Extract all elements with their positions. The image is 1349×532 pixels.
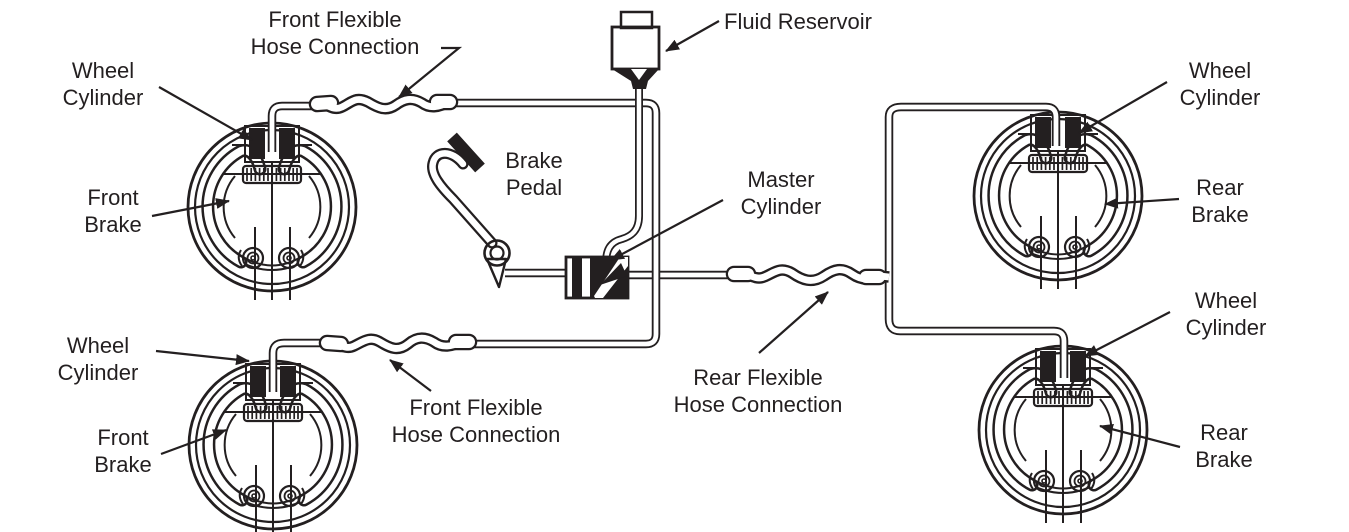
label-line: Cylinder bbox=[1179, 85, 1261, 110]
label-front-flexible-hose-bottom: Front Flexible Hose Connection bbox=[392, 394, 561, 448]
leader-wheel-cylinder-top-right bbox=[1078, 81, 1168, 134]
brake-pedal-figure bbox=[427, 132, 511, 289]
label-line: Front Flexible bbox=[268, 7, 402, 32]
leader-front-hose-bottom bbox=[389, 359, 432, 392]
label-line: Cylinder bbox=[740, 194, 822, 219]
leader-master-cylinder bbox=[610, 199, 724, 261]
label-line: Cylinder bbox=[62, 85, 144, 110]
label-line: Cylinder bbox=[1185, 315, 1267, 340]
label-line: Hose Connection bbox=[391, 422, 561, 447]
label-line: Rear Flexible bbox=[693, 365, 823, 390]
label-rear-brake-bottom: Rear Brake bbox=[1195, 419, 1252, 473]
label-line: Wheel bbox=[71, 58, 135, 83]
label-line: Fluid Reservoir bbox=[724, 9, 872, 34]
leader-rear-hose bbox=[758, 291, 829, 354]
leader-front-hose-top bbox=[398, 46, 463, 98]
label-wheel-cylinder-rear-bottom: Wheel Cylinder bbox=[1186, 287, 1267, 341]
label-line: Wheel bbox=[1194, 288, 1258, 313]
label-line: Wheel bbox=[1188, 58, 1252, 83]
label-wheel-cylinder-front-bottom: Wheel Cylinder bbox=[58, 332, 139, 386]
label-front-flexible-hose-top: Front Flexible Hose Connection bbox=[251, 6, 420, 60]
leader-wheel-cylinder-top-left bbox=[158, 86, 253, 141]
label-line: Front bbox=[97, 425, 149, 450]
label-line: Brake bbox=[1195, 447, 1253, 472]
leader-wheel-cylinder-bottom-left bbox=[155, 349, 250, 366]
label-line: Brake bbox=[94, 452, 152, 477]
front-flexible-hose-bottom-figure bbox=[318, 332, 478, 355]
label-line: Master bbox=[747, 167, 815, 192]
leader-rear-brake-bottom bbox=[1099, 423, 1181, 449]
label-line: Pedal bbox=[505, 175, 563, 200]
label-line: Brake bbox=[1191, 202, 1249, 227]
label-rear-brake-top: Rear Brake bbox=[1191, 174, 1248, 228]
label-wheel-cylinder-rear-top: Wheel Cylinder bbox=[1180, 57, 1261, 111]
front-flexible-hose-top-figure bbox=[308, 93, 459, 115]
label-line: Cylinder bbox=[57, 360, 139, 385]
fluid-reservoir-figure bbox=[610, 10, 661, 89]
rear-flexible-hose-figure bbox=[725, 263, 890, 287]
label-master-cylinder: Master Cylinder bbox=[741, 166, 822, 220]
leader-arrows bbox=[151, 20, 1181, 456]
label-line: Brake bbox=[84, 212, 142, 237]
label-wheel-cylinder-front-left: Wheel Cylinder bbox=[63, 57, 144, 111]
leader-front-brake-left bbox=[151, 198, 230, 218]
label-line: Brake bbox=[505, 148, 563, 173]
label-line: Hose Connection bbox=[250, 34, 420, 59]
label-rear-flexible-hose: Rear Flexible Hose Connection bbox=[674, 364, 843, 418]
label-front-brake-left: Front Brake bbox=[84, 184, 141, 238]
label-line: Rear bbox=[1196, 175, 1244, 200]
label-line: Rear bbox=[1200, 420, 1248, 445]
label-fluid-reservoir: Fluid Reservoir bbox=[724, 8, 872, 35]
label-front-brake-bottom: Front Brake bbox=[94, 424, 151, 478]
leader-wheel-cylinder-bottom-right bbox=[1084, 311, 1171, 357]
label-brake-pedal: Brake Pedal bbox=[505, 147, 562, 201]
label-line: Hose Connection bbox=[673, 392, 843, 417]
label-line: Wheel bbox=[66, 333, 130, 358]
leader-rear-brake-top bbox=[1104, 197, 1180, 209]
leader-fluid-reservoir bbox=[665, 20, 720, 52]
pedal-pad bbox=[447, 132, 485, 173]
flexible-hoses bbox=[308, 93, 890, 355]
leader-front-brake-bottom bbox=[160, 428, 227, 456]
label-line: Front bbox=[87, 185, 139, 210]
master-cylinder-figure bbox=[564, 255, 630, 300]
brake-pipes bbox=[267, 85, 1069, 392]
label-line: Front Flexible bbox=[409, 395, 543, 420]
